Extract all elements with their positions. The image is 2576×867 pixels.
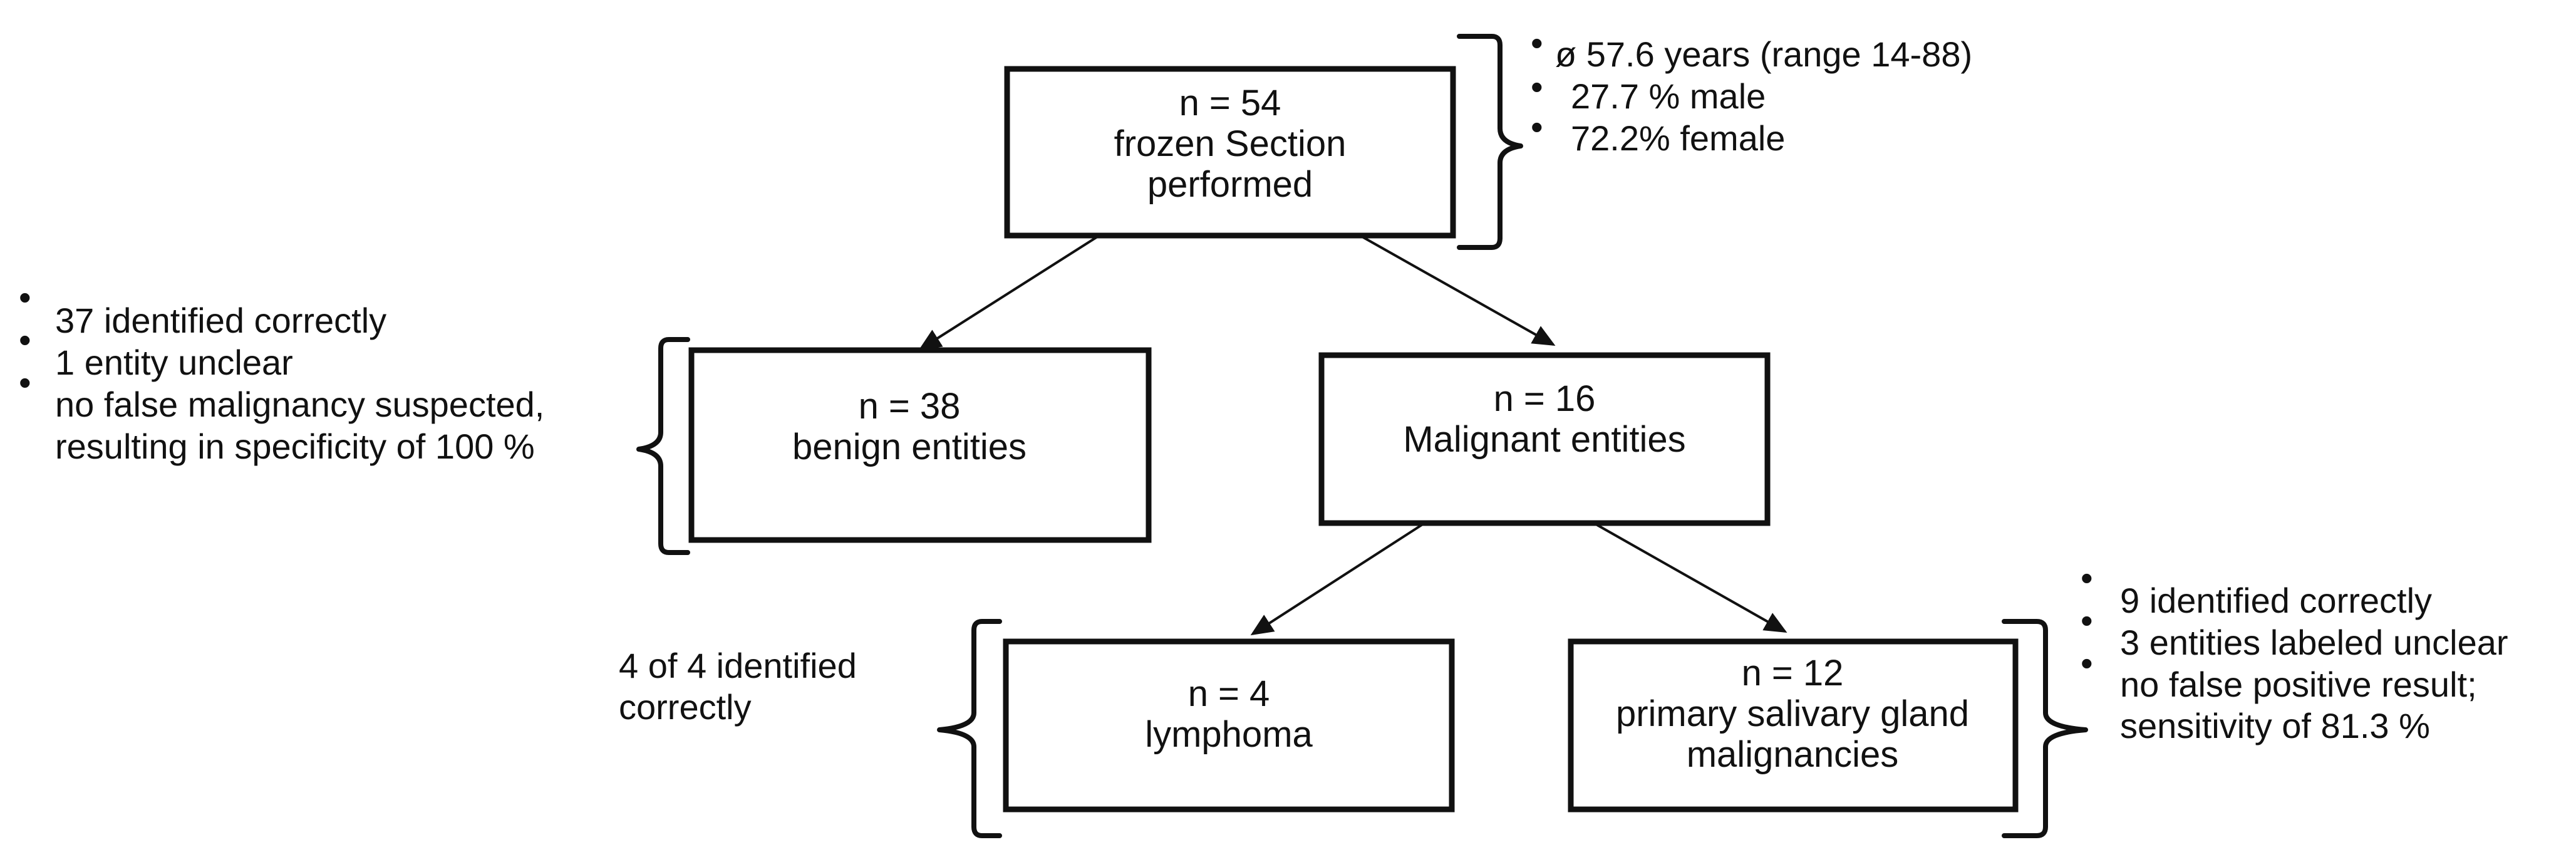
note-benign-line-3: no false malignancy suspected, [55, 385, 544, 424]
node-salivary-line-3: malignancies [1687, 734, 1899, 775]
note-lymphoma: 4 of 4 identified correctly [619, 646, 857, 727]
bullet-icon: • [1531, 67, 1543, 106]
node-lymphoma-line-1: n = 4 [1188, 673, 1270, 714]
note-demographics-line-3: 72.2% female [1571, 118, 1785, 158]
note-demographics-line-1: ø 57.6 years (range 14-88) [1555, 34, 1972, 74]
note-benign-line-2: 1 entity unclear [55, 343, 293, 382]
node-malignant-line-2: Malignant entities [1403, 419, 1685, 460]
bullet-icon: • [1531, 23, 1543, 63]
node-benign: n = 38 benign entities [688, 347, 1152, 543]
node-lymphoma-line-2: lymphoma [1145, 714, 1313, 755]
node-benign-line-1: n = 38 [859, 386, 961, 427]
bullet-icon: • [19, 320, 31, 360]
node-benign-box [688, 347, 1152, 543]
node-lymphoma: n = 4 lymphoma [1003, 638, 1455, 812]
note-salivary: • 9 identified correctly • 3 entities la… [2081, 558, 2508, 745]
node-salivary: n = 12 primary salivary gland malignanci… [1568, 638, 2019, 812]
edge-malignant-to-lymphoma [1250, 524, 1423, 636]
bullet-icon: • [19, 363, 31, 402]
edge-root-to-malignant [1362, 236, 1556, 346]
note-lymphoma-line-2: correctly [619, 687, 752, 727]
bullet-icon: • [2081, 558, 2093, 598]
note-benign-line-1: 37 identified correctly [55, 301, 386, 340]
note-salivary-line-2: 3 entities labeled unclear [2120, 623, 2508, 662]
note-benign: • 37 identified correctly • 1 entity unc… [19, 278, 544, 466]
node-malignant-box [1318, 352, 1771, 526]
node-malignant-line-1: n = 16 [1494, 378, 1596, 419]
bullet-icon: • [19, 278, 31, 317]
note-salivary-line-1: 9 identified correctly [2120, 581, 2432, 620]
node-benign-line-2: benign entities [792, 427, 1027, 467]
bullet-icon: • [1531, 107, 1543, 147]
edge-root-to-benign [918, 236, 1099, 351]
node-malignant: n = 16 Malignant entities [1318, 352, 1771, 526]
node-salivary-line-2: primary salivary gland [1616, 693, 1969, 734]
brace-demographics [1457, 34, 1523, 250]
node-root: n = 54 frozen Section performed [1004, 66, 1456, 239]
bullet-icon: • [2081, 601, 2093, 640]
note-salivary-line-4: sensitivity of 81.3 % [2120, 706, 2430, 745]
node-salivary-box [1568, 638, 2019, 812]
note-demographics-line-2: 27.7 % male [1571, 76, 1766, 116]
brace-salivary [2002, 619, 2088, 838]
node-root-line-1: n = 54 [1179, 83, 1281, 123]
note-lymphoma-line-1: 4 of 4 identified [619, 646, 857, 685]
note-demographics: • ø 57.6 years (range 14-88) • 27.7 % ma… [1531, 23, 1972, 158]
node-root-box [1004, 66, 1456, 239]
bullet-icon: • [2081, 643, 2093, 683]
note-salivary-line-3: no false positive result; [2120, 665, 2477, 704]
brace-lymphoma [937, 619, 1002, 838]
node-root-line-2: frozen Section [1114, 123, 1347, 164]
node-lymphoma-box [1003, 638, 1455, 812]
node-root-line-3: performed [1147, 164, 1313, 205]
edge-malignant-to-salivary [1596, 524, 1787, 633]
note-benign-line-4: resulting in specificity of 100 % [55, 427, 535, 466]
node-salivary-line-1: n = 12 [1742, 653, 1844, 693]
brace-benign [636, 337, 690, 555]
